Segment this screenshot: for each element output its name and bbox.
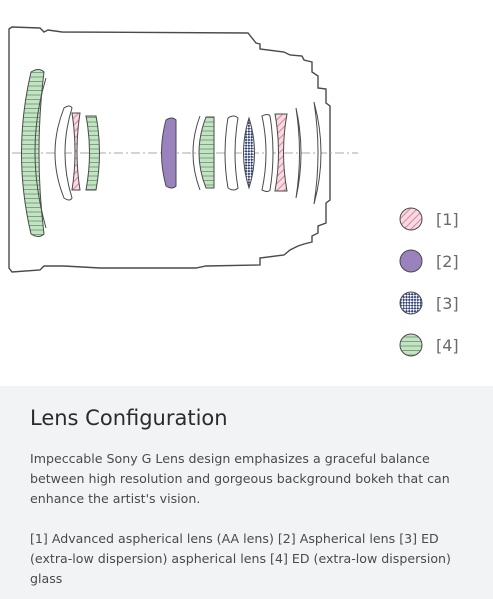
legend-label: [4] bbox=[436, 335, 459, 355]
ed-element-middle bbox=[198, 116, 215, 189]
ed-element-front bbox=[85, 115, 100, 191]
lens-diagram: [1] [2] [3] [4] bbox=[8, 26, 488, 366]
solid-circle-icon bbox=[399, 249, 423, 273]
checkered-circle-icon bbox=[399, 291, 423, 315]
front-meniscus bbox=[34, 77, 47, 229]
ed-aspherical-element bbox=[243, 116, 255, 190]
legend: [1] [2] [3] [4] bbox=[398, 198, 488, 366]
lens-cross-section bbox=[8, 26, 358, 273]
aspherical-element bbox=[161, 117, 177, 189]
legend-item-ed-glass: [4] bbox=[398, 324, 488, 366]
front-element bbox=[21, 69, 45, 237]
aa-element-front bbox=[71, 112, 81, 191]
second-element bbox=[54, 105, 73, 201]
barrel-outline bbox=[8, 26, 331, 273]
panel-lens-key: [1] Advanced aspherical lens (AA lens) [… bbox=[30, 531, 451, 586]
legend-item-ed-aspherical: [3] bbox=[398, 282, 488, 324]
aa-element-rear bbox=[274, 113, 288, 192]
rear-element-a bbox=[224, 115, 239, 191]
legend-item-aspherical: [2] bbox=[398, 240, 488, 282]
hatched-circle-icon bbox=[399, 207, 423, 231]
panel-title: Lens Configuration bbox=[30, 406, 228, 430]
middle-meniscus bbox=[192, 115, 201, 191]
lens-configuration-panel: Lens Configuration Impeccable Sony G Len… bbox=[0, 386, 493, 599]
rear-element-b bbox=[261, 114, 274, 192]
rear-element-c bbox=[295, 107, 302, 199]
rear-element-d bbox=[313, 101, 322, 205]
lined-circle-icon bbox=[399, 333, 423, 357]
legend-label: [3] bbox=[436, 293, 459, 313]
panel-description: Impeccable Sony G Lens design emphasizes… bbox=[30, 451, 450, 506]
legend-label: [2] bbox=[436, 251, 459, 271]
legend-item-aa-lens: [1] bbox=[398, 198, 488, 240]
legend-label: [1] bbox=[436, 209, 459, 229]
